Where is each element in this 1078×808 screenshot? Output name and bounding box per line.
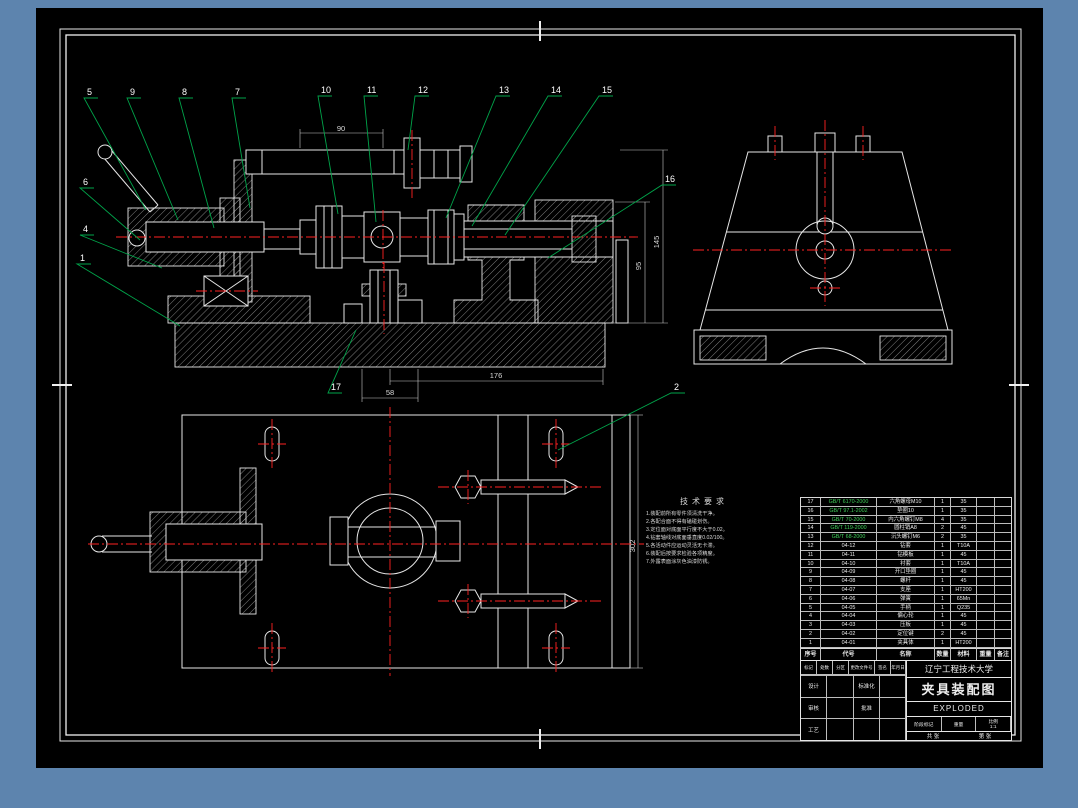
leader-line [83,97,147,211]
part-balloon: 12 [418,85,428,95]
part-balloon: 14 [551,85,561,95]
front-view [97,129,668,402]
plan-view [88,407,644,676]
part-balloon: 1 [80,253,85,263]
part-balloon: 6 [83,177,88,187]
sheet-info: 共 张第 张 [926,734,992,740]
tech-note-line: 6.装配后按要求检验各项精度。 [646,551,718,558]
drawing-frame [52,21,1029,749]
leader-line [79,234,163,269]
part-balloon: 7 [235,87,240,97]
part-balloon: 5 [87,87,92,97]
dimension-label: 90 [337,124,345,133]
part-balloon: 2 [674,382,679,392]
leader-line [317,95,339,215]
tech-note-line: 2.各配合面不得有磕碰划伤。 [646,519,713,526]
leader-line [178,97,215,229]
leader-line [407,95,429,151]
bom-header: 序号代号名称数量材料重量备注 [801,647,1011,662]
dimension-label: 302 [628,540,637,553]
scale-value: 1:1 [989,725,997,731]
leader-line [327,329,357,394]
part-balloon: 10 [321,85,331,95]
part-balloon: 8 [182,87,187,97]
leader-line [445,95,510,219]
drawing-title: 夹具装配图 [907,678,1011,703]
leader-line [75,263,181,327]
leader-line [471,95,562,227]
end-view [693,120,953,365]
title-block: 标记处数分区更改文件号签名年月日 设计标准化审核批准工艺 辽宁工程技术大学 夹具… [800,660,1012,741]
dimension-label: 58 [386,388,394,397]
annotations-layer: 5 9 8 7 10 11 12 13 14 15 16 6 4 1 17 2 90 176 58 95 145 302 [75,85,685,553]
tech-note-line: 5.各活动件应运动灵活无卡滞。 [646,543,718,550]
leader-line [547,184,676,259]
leader-line [557,392,685,451]
tech-notes-title: 技术要求 [680,497,728,506]
leader-line [78,187,141,241]
drawing-number: EXPLODED [907,702,1011,718]
dimension-label: 145 [652,236,661,249]
title-block-signatures: 标记处数分区更改文件号签名年月日 设计标准化审核批准工艺 [801,661,907,740]
part-balloon: 15 [602,85,612,95]
part-balloon: 13 [499,85,509,95]
part-balloon: 16 [665,174,675,184]
leader-line [363,95,378,223]
tech-note-line: 4.钻套轴线对底面垂直度0.02/100。 [646,535,728,542]
part-balloon: 11 [367,85,376,95]
dimension-label: 176 [490,371,503,380]
tech-notes: 技术要求 1.装配前所有零件须清洗干净。 2.各配合面不得有磕碰划伤。3.定位面对… [646,496,762,566]
part-balloon: 4 [83,224,88,234]
part-balloon: 9 [130,87,135,97]
tech-note-line: 1.装配前所有零件须清洗干净。 [646,511,718,517]
part-balloon: 17 [331,382,341,392]
leader-line [504,95,613,236]
leader-line [231,97,251,209]
company-name: 辽宁工程技术大学 [907,661,1011,678]
tech-note-line: 3.定位面对底面平行度不大于0.02。 [646,527,728,534]
dimension-label: 95 [634,262,643,270]
leader-line [126,97,179,221]
tech-note-line: 7.外露表面涂灰色油漆防锈。 [646,559,713,566]
